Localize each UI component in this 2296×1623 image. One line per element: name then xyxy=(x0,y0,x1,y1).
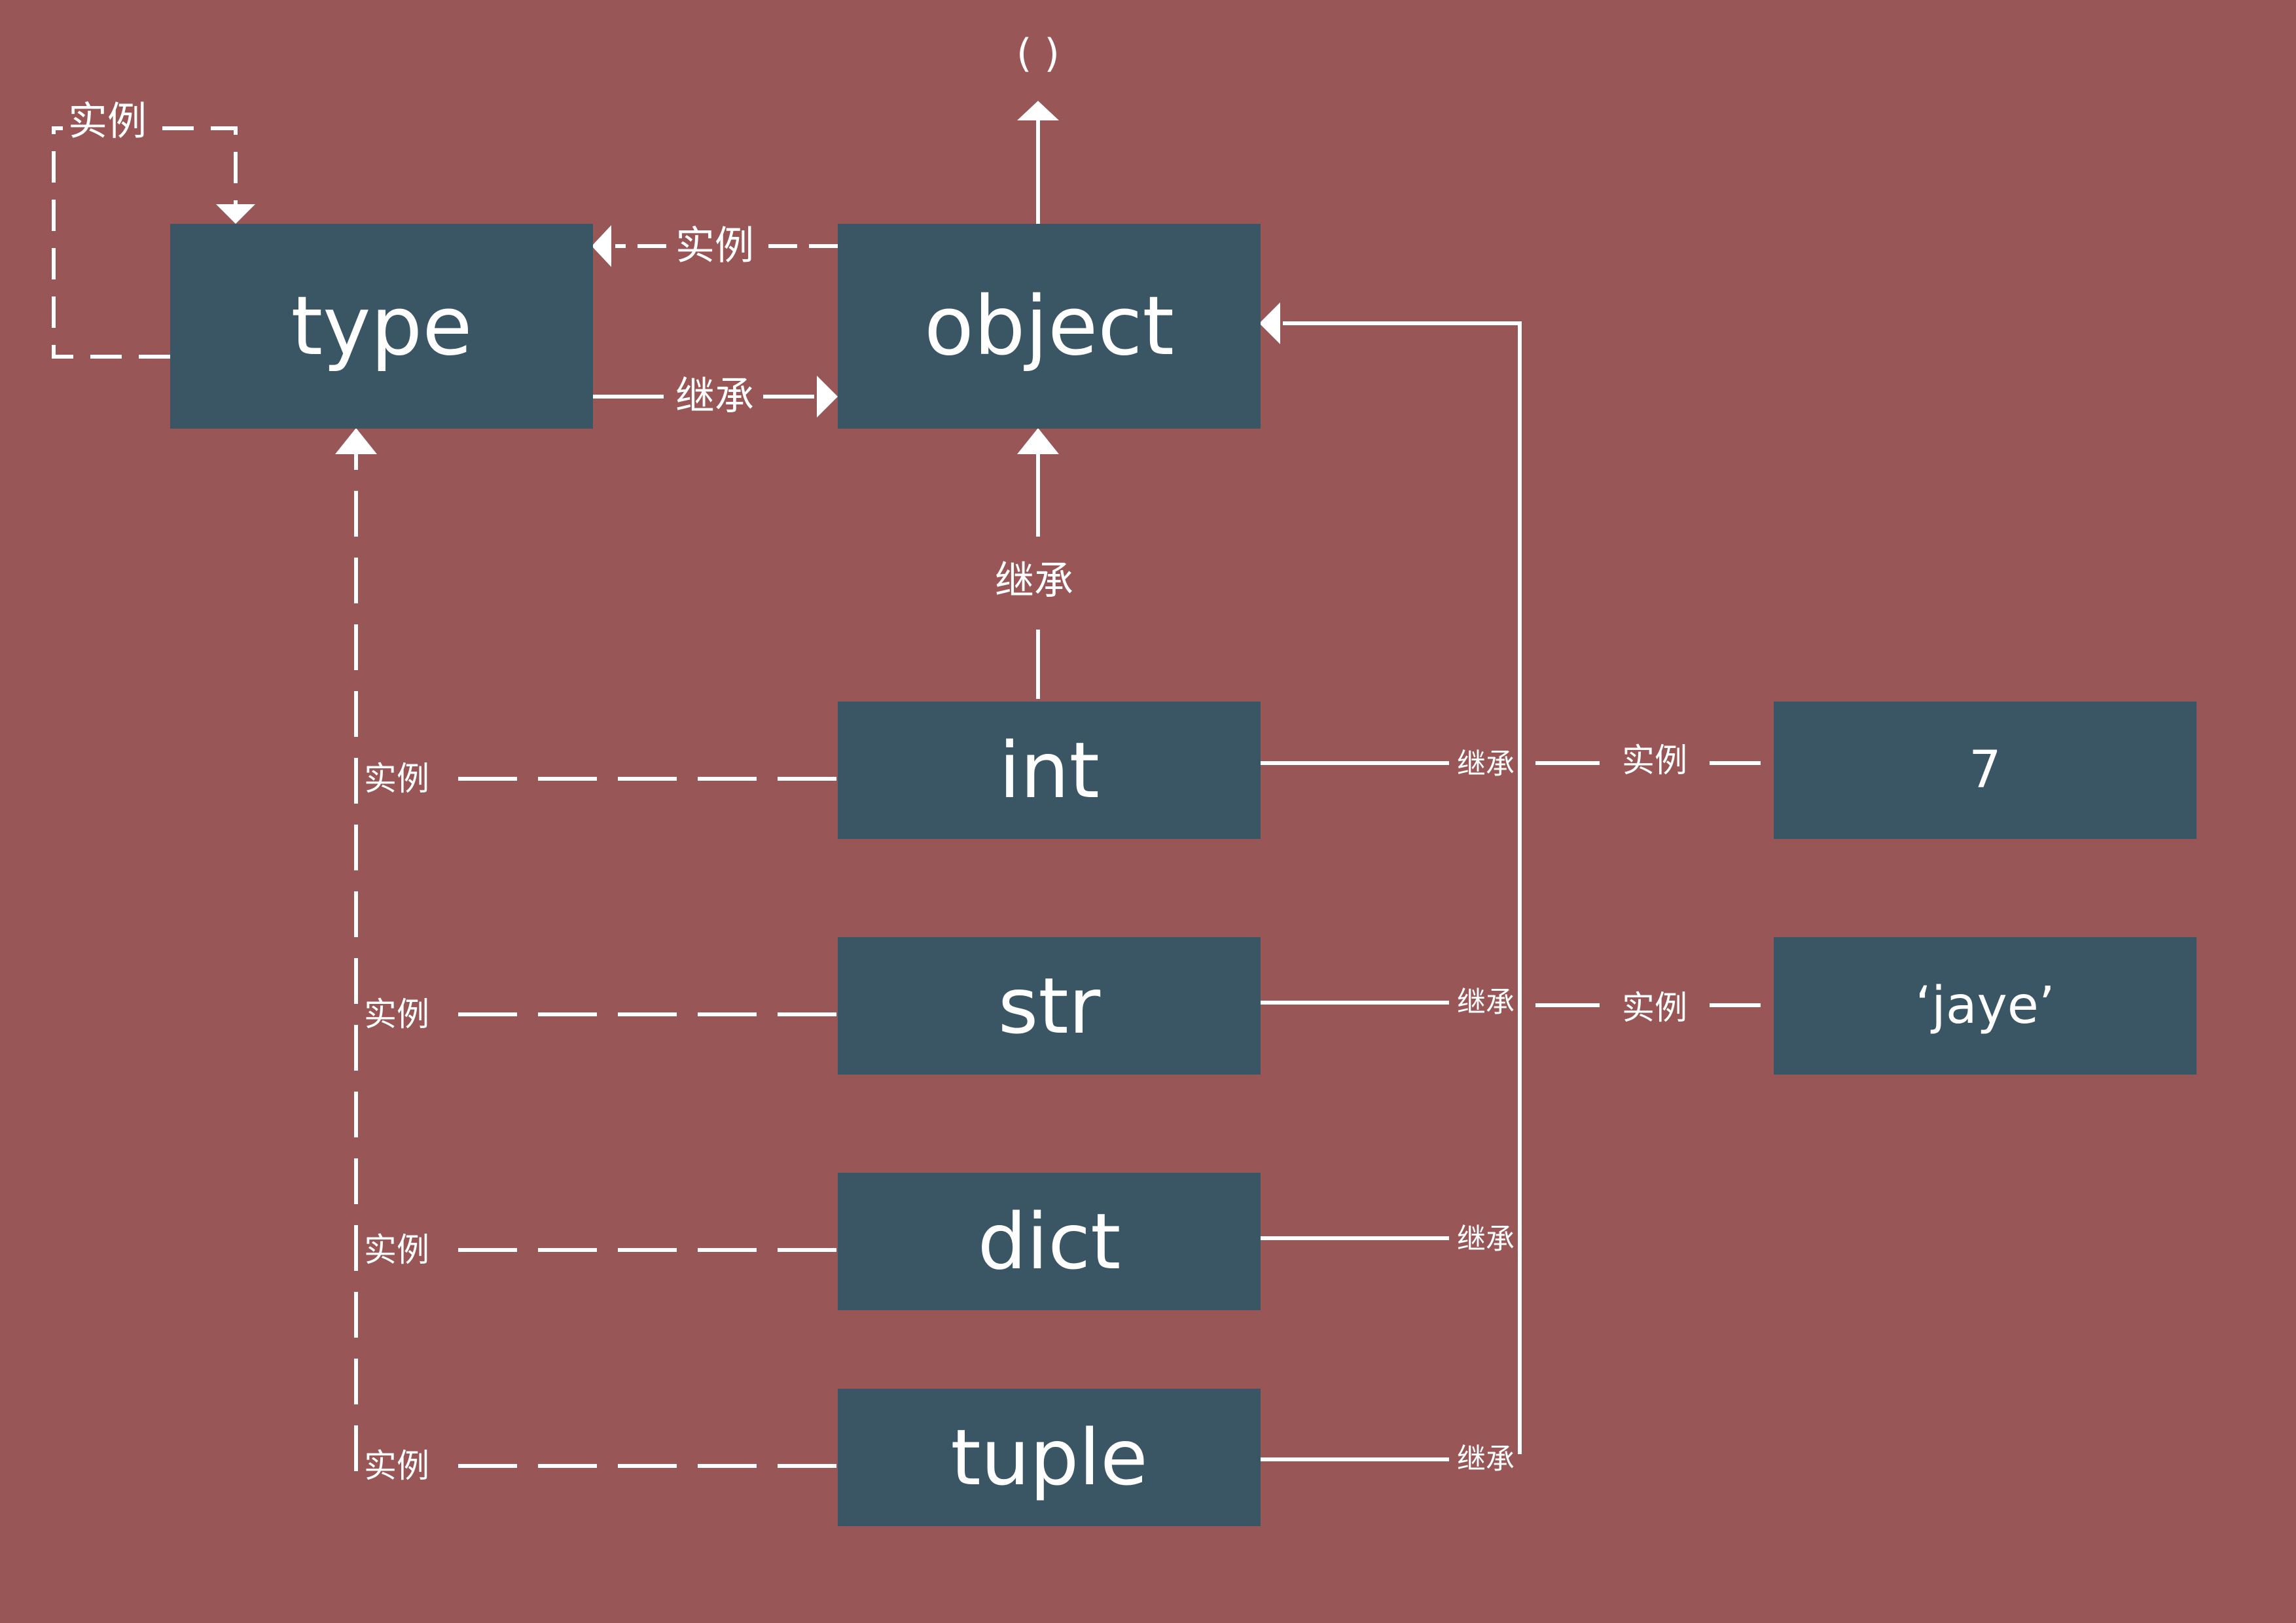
jaye-instance-label: 实例 xyxy=(1622,989,1687,1027)
str-inherit-label: 继承 xyxy=(1457,986,1515,1019)
tuple-inherit-label: 继承 xyxy=(1457,1442,1515,1476)
type-self-instance-loop xyxy=(52,126,170,359)
tuple-node: tuple xyxy=(838,1389,1261,1526)
tuple-instance-label: 实例 xyxy=(364,1447,429,1485)
inherit-spine xyxy=(1283,321,1522,1454)
inherit-spine-arrowhead xyxy=(1259,302,1280,344)
instance-spine-arrowhead xyxy=(335,428,377,454)
object-type-instance-label: 实例 xyxy=(675,223,754,269)
type-self-instance-loop-tail xyxy=(162,126,238,209)
int-inherit-label: 继承 xyxy=(1457,747,1515,781)
type-node: type xyxy=(170,224,593,429)
seven-instance-label: 实例 xyxy=(1622,741,1687,779)
type-object-inherit-label: 继承 xyxy=(675,374,754,419)
str-node: str xyxy=(838,937,1261,1075)
type-to-object-inherit-arrowhead xyxy=(817,376,838,418)
seven-node: 7 xyxy=(1774,702,2197,839)
jaye-node: ‘jaye’ xyxy=(1774,937,2197,1075)
int-node: int xyxy=(838,702,1261,839)
object-node: object xyxy=(838,224,1261,429)
object-to-type-instance-arrowhead xyxy=(592,225,611,267)
type-self-instance-label: 实例 xyxy=(68,99,147,145)
dict-node: dict xyxy=(838,1173,1261,1310)
int-to-object-arrowhead xyxy=(1017,428,1059,454)
int-instance-label: 实例 xyxy=(364,760,429,798)
empty-tuple-label: ( ) xyxy=(1016,31,1060,77)
str-instance-label: 实例 xyxy=(364,995,429,1033)
object-to-empty-arrowhead xyxy=(1017,101,1059,120)
type-self-instance-arrowhead xyxy=(216,204,255,224)
dict-inherit-label: 继承 xyxy=(1457,1222,1515,1256)
int-object-inherit-label: 继承 xyxy=(995,558,1073,604)
dict-instance-label: 实例 xyxy=(364,1231,429,1269)
